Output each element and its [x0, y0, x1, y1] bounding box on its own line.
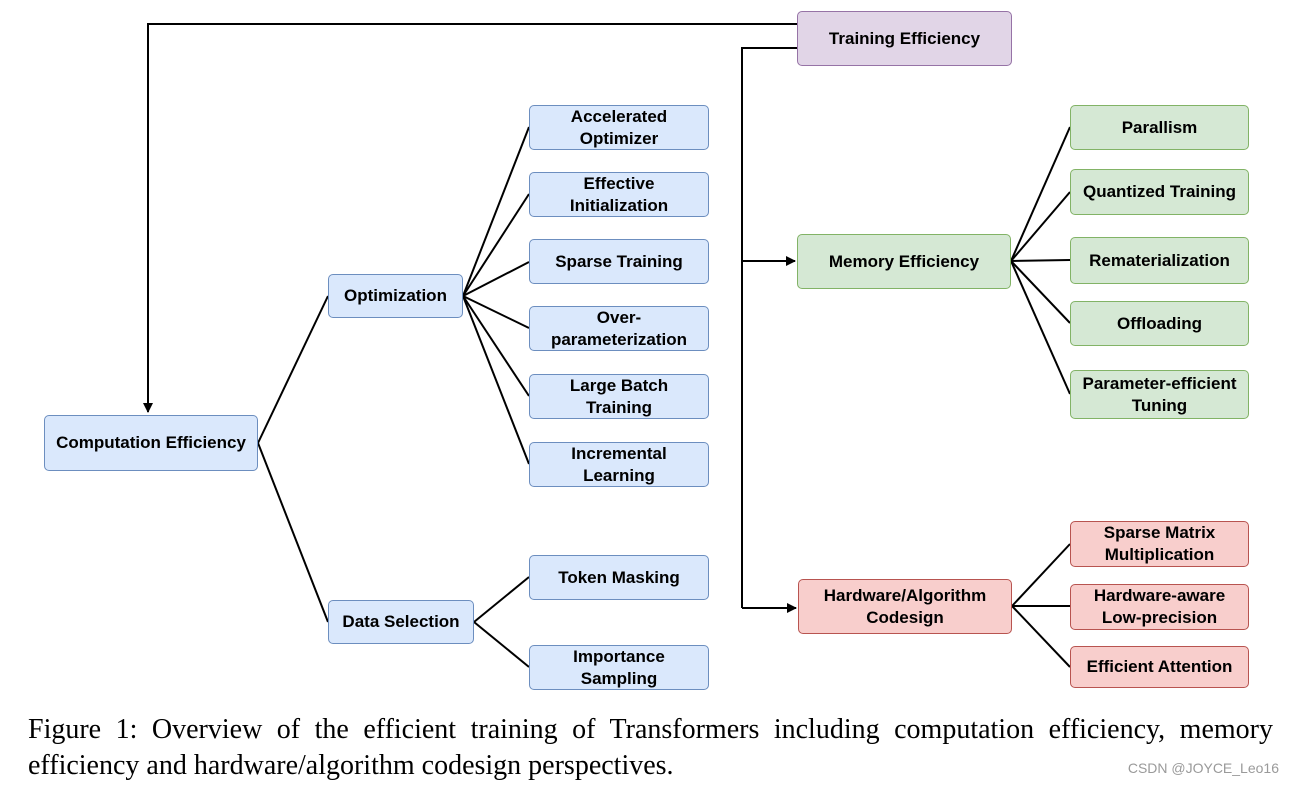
node-token-masking: Token Masking — [529, 555, 709, 600]
node-sparse-matrix-multiplication: Sparse Matrix Multiplication — [1070, 521, 1249, 567]
edge-opt-sparse — [462, 261, 530, 297]
node-hardware-algorithm-codesign: Hardware/Algorithm Codesign — [798, 579, 1012, 634]
edge-opt-initialization — [462, 193, 530, 297]
node-accelerated-optimizer: Accelerated Optimizer — [529, 105, 709, 150]
edge-mem-peft — [1010, 260, 1071, 395]
node-offloading: Offloading — [1070, 301, 1249, 346]
node-sparse-training: Sparse Training — [529, 239, 709, 284]
edge-training-trunk — [741, 47, 797, 608]
edge-hw-sparsematrix — [1011, 543, 1071, 607]
edge-opt-overparam — [462, 295, 530, 329]
node-over-parameterization: Over- parameterization — [529, 306, 709, 351]
figure-caption: Figure 1: Overview of the efficient trai… — [28, 714, 1273, 781]
node-efficient-attention: Efficient Attention — [1070, 646, 1249, 688]
edge-opt-accelerated — [462, 126, 530, 297]
edge-mem-quantized — [1010, 191, 1071, 262]
edge-computation-to-data-selection — [257, 442, 329, 623]
edge-hw-attention — [1011, 605, 1071, 668]
node-effective-initialization: Effective Initialization — [529, 172, 709, 217]
node-large-batch-training: Large Batch Training — [529, 374, 709, 419]
edge-opt-incremental — [462, 295, 530, 465]
edge-mem-remat — [1010, 259, 1071, 262]
watermark: CSDN @JOYCE_Leo16 — [1127, 760, 1279, 776]
node-quantized-training: Quantized Training — [1070, 169, 1249, 215]
edge-data-token — [473, 576, 530, 623]
node-optimization: Optimization — [328, 274, 463, 318]
edge-data-importance — [473, 621, 530, 668]
node-computation-efficiency: Computation Efficiency — [44, 415, 258, 471]
node-training-efficiency: Training Efficiency — [797, 11, 1012, 66]
node-hardware-aware-low-precision: Hardware-aware Low-precision — [1070, 584, 1249, 630]
node-memory-efficiency: Memory Efficiency — [797, 234, 1011, 289]
edge-opt-largebatch — [462, 295, 530, 397]
edge-mem-parallism — [1010, 126, 1071, 262]
node-parallism: Parallism — [1070, 105, 1249, 150]
node-data-selection: Data Selection — [328, 600, 474, 644]
node-rematerialization: Rematerialization — [1070, 237, 1249, 284]
node-incremental-learning: Incremental Learning — [529, 442, 709, 487]
node-importance-sampling: Importance Sampling — [529, 645, 709, 690]
node-parameter-efficient-tuning: Parameter-efficient Tuning — [1070, 370, 1249, 419]
edge-training-to-computation — [143, 23, 797, 413]
edge-computation-to-optimization — [257, 295, 329, 444]
edge-mem-offloading — [1010, 260, 1071, 324]
